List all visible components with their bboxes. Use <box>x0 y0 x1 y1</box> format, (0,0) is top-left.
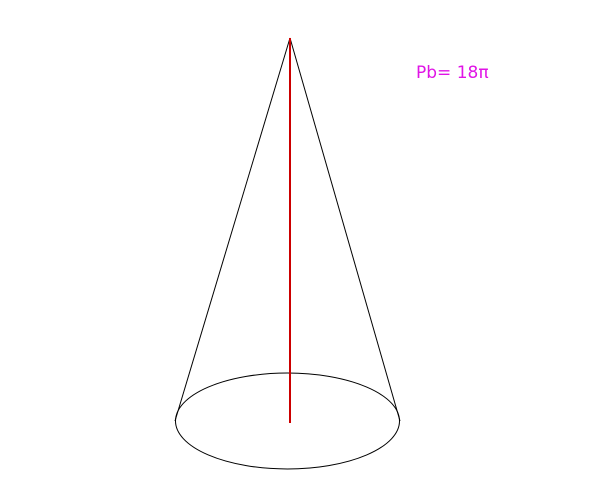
cone-base-ellipse <box>175 372 400 470</box>
cone-left-slant-edge <box>174 37 291 422</box>
cone-right-slant-edge <box>289 37 401 422</box>
surface-area-label: Pb= 18π <box>416 63 489 83</box>
